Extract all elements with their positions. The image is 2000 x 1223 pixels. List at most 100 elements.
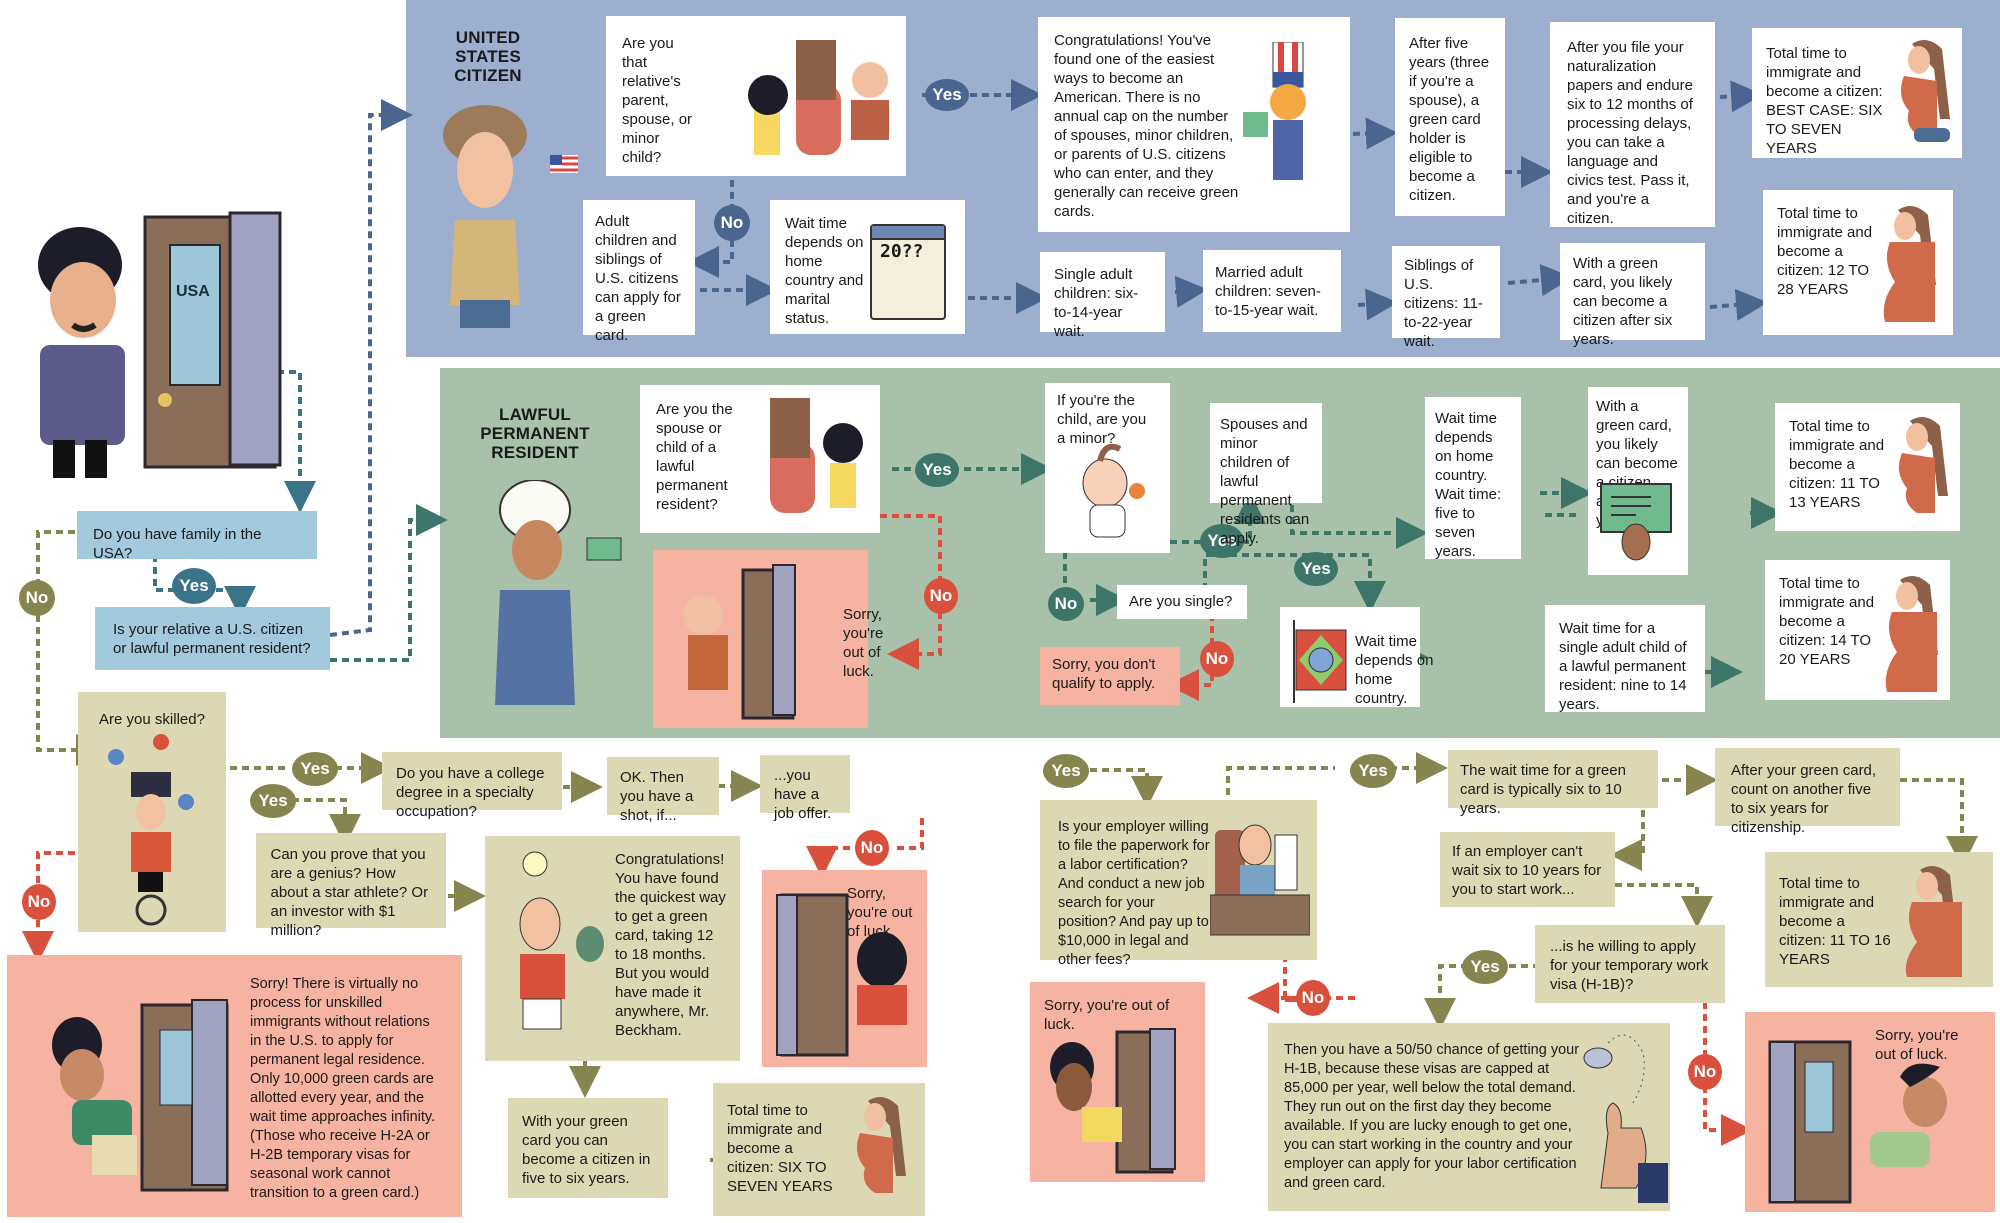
yes-badge: Yes [250,784,296,818]
no-badge: No [1296,980,1330,1016]
box-siblings-wait: Siblings of U.S. citizens: 11-to-22-year… [1392,246,1500,350]
door-label: USA [176,283,210,300]
thinking-man-illustration [25,215,135,485]
section-heading-lpr: LAWFUL PERMANENT RESIDENT [480,405,590,462]
usa-door-illustration: USA [140,205,285,470]
box-single-adult-child-lpr: Wait time for a single adult child of a … [1545,605,1705,713]
box-green-card-six-years-lpr: With a green card, you likely can become… [1588,387,1688,575]
connector [1615,883,1713,928]
box-employer-cant-wait: If an employer can't wait six to 10 year… [1440,832,1615,907]
yes-badge: Yes [172,568,216,604]
us-citizen-man-illustration [430,95,590,330]
box-wait-five-to-seven: Wait time depends on home country. Wait … [1425,397,1521,560]
box-sorry-no-h1b: Sorry, you're out of luck. [1745,1012,1995,1212]
old-man-leaving-door-illustration [683,564,796,720]
box-green-card-five-six: With your green card you can become a ci… [508,1098,668,1198]
bearded-waiting-person-icon [1905,866,1962,977]
coin-toss-thumb-icon [1583,1034,1668,1203]
bearded-waiting-person-icon [1885,576,1938,692]
box-married-adult-children: Married adult children: seven-to-15-year… [1203,250,1341,332]
question-genius-athlete-investor: Can you prove that you are a genius? How… [255,833,446,939]
connector [1090,768,1163,808]
box-total-12-28: Total time to immigrate and become a cit… [1763,190,1953,335]
question-are-you-single: Are you single? [1117,585,1247,619]
yes-badge: Yes [915,453,959,487]
man-leaving-door-illustration [52,999,229,1192]
box-total-six-seven: Total time to immigrate and become a cit… [713,1083,925,1216]
green-card-in-hand-icon [1600,483,1672,561]
employer-at-desk-illustration [1210,824,1310,936]
no-badge: No [855,830,889,866]
no-badge: No [1200,641,1234,677]
no-badge: No [714,205,750,241]
box-sorry-unskilled: Sorry! There is virtually no process for… [7,955,462,1217]
turban-man-illustration [475,479,635,715]
box-ok-shot: OK. Then you have a shot, if... [607,757,719,824]
box-total-best-case: Total time to immigrate and become a cit… [1752,28,1962,158]
man-leaving-door-illustration [1050,1028,1176,1174]
question-are-you-skilled: Are you skilled? [78,692,226,932]
connector [806,846,850,878]
box-naturalization: After you file your naturalization paper… [1550,22,1715,227]
section-heading-us-citizen: UNITED STATES CITIZEN [454,28,522,85]
calendar-year-label: 20?? [880,241,924,262]
connector [36,851,75,885]
box-wait-six-to-ten: The wait time for a green card is typica… [1448,750,1658,817]
connector [329,99,413,637]
box-total-14-20: Total time to immigrate and become a cit… [1765,560,1950,700]
question-family-in-usa: Do you have family in the USA? [77,511,317,562]
question-spouse-child-lpr: Are you the spouse or child of a lawful … [640,385,880,533]
box-sorry-employer-no: Sorry, you're out of luck. [1030,982,1205,1182]
connector [895,818,924,850]
box-green-card-six-years: With a green card, you likely can become… [1560,243,1705,348]
yes-badge: Yes [292,752,338,786]
yes-badge: Yes [1043,754,1089,788]
box-wait-depends-marital: Wait time depends on home country and ma… [770,200,965,334]
box-total-11-13: Total time to immigrate and become a cit… [1775,403,1960,531]
yes-badge: Yes [1462,950,1508,984]
box-single-adult-children: Single adult children: six-to-14-year wa… [1040,252,1165,340]
question-are-you-minor: If you're the child, are you a minor? [1045,383,1170,553]
box-after-green-card: After your green card, count on another … [1715,748,1900,836]
connector [1226,766,1335,795]
connector [330,504,448,662]
question-h1b-visa: ...is he willing to apply for your tempo… [1535,925,1725,1003]
juggler-unicycle-illustration [108,734,194,926]
box-wait-home-country: Wait time depends on home country. [1280,607,1433,707]
bearded-waiting-person-icon [1900,40,1950,142]
soccer-player-lightbulb-illustration [519,851,604,1030]
mother-and-child-illustration [770,398,863,513]
box-after-five-years: After five years (three if you're a spou… [1395,18,1505,216]
bearded-waiting-person-icon [1898,417,1948,513]
box-sorry-no-job-offer: Sorry, you're out of luck. [762,870,927,1067]
family-illustration [748,40,889,155]
box-job-offer: ...you have a job offer. [760,755,850,822]
uncle-sam-illustration [1243,42,1306,180]
question-relative-status: Is your relative a U.S. citizen or lawfu… [95,607,330,670]
question-employer-labor-certification: Is your employer willing to file the pap… [1040,800,1317,968]
question-parent-spouse-child: Are you that relative's parent, spouse, … [606,16,906,176]
yes-badge: Yes [1200,524,1244,558]
no-badge: No [1688,1054,1722,1090]
box-not-qualify: Sorry, you don't qualify to apply. [1040,647,1180,705]
box-spouses-minor-children: Spouses and minor children of lawful per… [1210,403,1322,547]
box-total-11-16: Total time to immigrate and become a cit… [1765,852,1993,987]
flag-clock-icon [1293,620,1347,703]
calendar-icon: 20?? [870,224,946,320]
bearded-waiting-person-icon [1883,206,1936,322]
yes-badge: Yes [925,79,969,111]
bearded-waiting-person-icon [856,1097,906,1193]
box-congratulations-quickest: Congratulations! You have found the quic… [485,836,740,1061]
no-badge: No [22,884,56,920]
no-badge: No [1048,587,1084,621]
question-college-degree: Do you have a college degree in a specia… [382,752,562,820]
box-sorry-out-of-luck-lpr: Sorry, you're out of luck. [653,550,883,728]
box-h1b-chance: Then you have a 50/50 chance of getting … [1268,1023,1670,1211]
box-adult-children-siblings: Adult children and siblings of U.S. citi… [583,200,695,344]
baby-illustration [1082,443,1145,538]
yes-badge: Yes [1350,754,1396,788]
no-badge: No [19,580,55,616]
box-congratulations-easiest: Congratulations! You've found one of the… [1038,17,1350,232]
woman-leaving-door-illustration [1768,1040,1947,1204]
connector [1900,778,1978,868]
